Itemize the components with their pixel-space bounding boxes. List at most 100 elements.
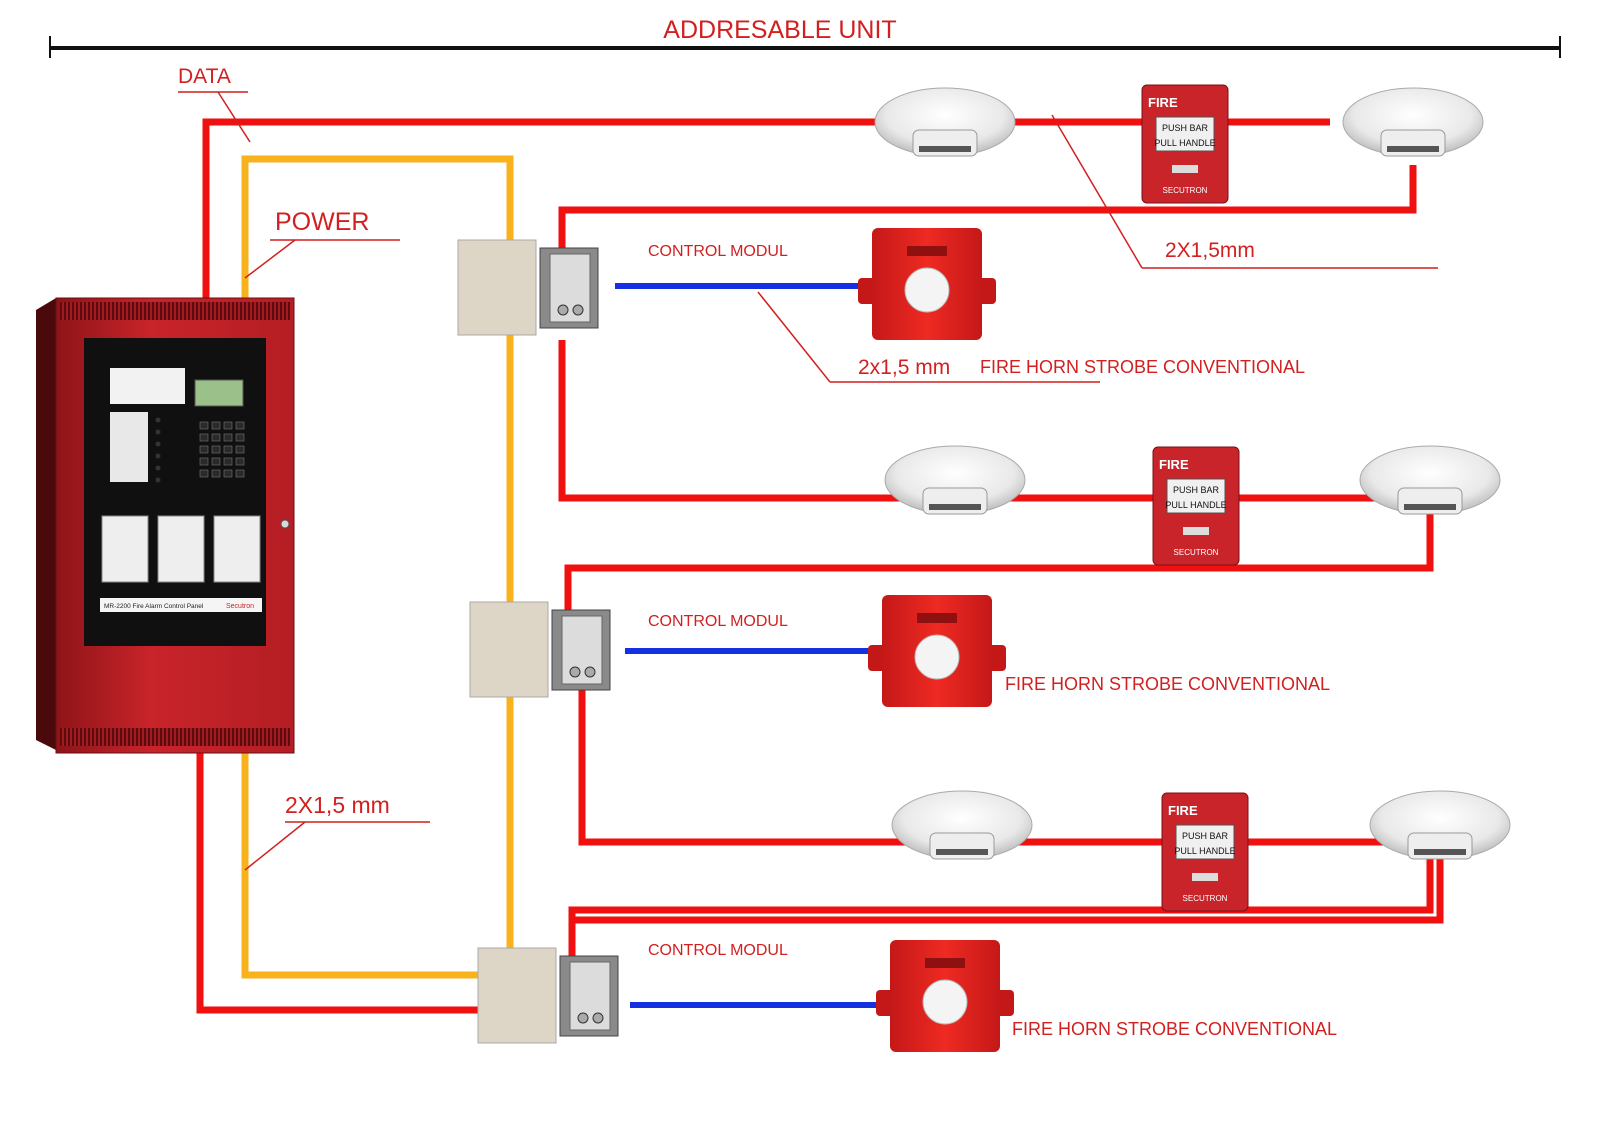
module1-return <box>558 165 1417 250</box>
panel-caption-bar <box>100 598 262 612</box>
module-screw <box>584 666 596 678</box>
data-leader-d <box>217 91 251 143</box>
panel-annunciator-3 <box>213 515 261 583</box>
module-screw <box>572 304 584 316</box>
power-label: POWER <box>275 208 369 236</box>
module-backbox <box>469 601 549 698</box>
control-module-3 <box>477 947 619 1044</box>
smoke-detector-5 <box>891 790 1033 860</box>
control-module-label-2: CONTROL MODUL <box>648 613 788 630</box>
horn-grille <box>925 958 965 968</box>
panel-annunciator-2 <box>157 515 205 583</box>
detector-head <box>1407 832 1473 860</box>
title-group: ADDRESABLE UNIT <box>49 16 1561 58</box>
pull-station-push: PUSH BAR <box>1162 123 1209 133</box>
data-label: DATA <box>178 65 231 88</box>
detector-vent <box>929 504 981 510</box>
detector-head <box>922 487 988 515</box>
detector-head <box>1380 129 1446 157</box>
horn-strobe-lens <box>904 267 950 313</box>
detector-vent <box>1404 504 1456 510</box>
horn-wires <box>615 283 895 1008</box>
pull-station-brand: SECUTRON <box>1163 186 1208 195</box>
data-wire-main-bottom <box>196 735 478 1014</box>
control-module-2 <box>469 601 611 698</box>
control-module-label-3: CONTROL MODUL <box>648 942 788 959</box>
horn-strobe-2 <box>868 595 1006 707</box>
module-screw <box>592 1012 604 1024</box>
cable-bottom-leader-d <box>244 821 306 871</box>
pull-station-fire: FIRE <box>1168 803 1198 818</box>
pull-station-1: FIRE PUSH BAR PULL HANDLE SECUTRON <box>1141 84 1229 204</box>
detector-vent <box>936 849 988 855</box>
detector-head <box>929 832 995 860</box>
panel-side <box>36 298 56 750</box>
detector-head <box>1397 487 1463 515</box>
horn-label-2: FIRE HORN STROBE CONVENTIONAL <box>1005 674 1330 694</box>
horn-strobe-lens <box>914 634 960 680</box>
pull-station-brand: SECUTRON <box>1174 548 1219 557</box>
module-face <box>549 253 591 323</box>
control-panel: MR-2200 Fire Alarm Control Panel Secutro… <box>36 297 295 754</box>
module-face <box>569 961 611 1031</box>
pull-station-brand: SECUTRON <box>1183 894 1228 903</box>
cable-horn1-label: 2x1,5 mm <box>858 356 950 379</box>
control-module-1 <box>457 239 599 336</box>
panel-lock <box>280 519 290 529</box>
label-data: DATA <box>178 65 251 143</box>
horn-strobe-3 <box>876 940 1014 1052</box>
panel-lcd-label <box>110 368 185 404</box>
horn-grille <box>907 246 947 256</box>
horn-grille <box>917 613 957 623</box>
pull-station-2: FIRE PUSH BAR PULL HANDLE SECUTRON <box>1152 446 1240 566</box>
panel-vent-top <box>60 302 290 320</box>
smoke-detector-2 <box>1342 87 1484 157</box>
cable-horn1-leader-d <box>757 291 831 383</box>
pull-station-fire: FIRE <box>1159 457 1189 472</box>
title-text: ADDRESABLE UNIT <box>663 16 896 44</box>
control-module-label-1: CONTROL MODUL <box>648 243 788 260</box>
module-screw <box>557 304 569 316</box>
label-cable-bottom: 2X1,5 mm <box>244 792 430 871</box>
panel-lcd <box>194 379 244 407</box>
module-screw <box>577 1012 589 1024</box>
pull-station-bar <box>1155 116 1215 152</box>
pull-station-bar <box>1175 824 1235 860</box>
pull-station-fire: FIRE <box>1148 95 1178 110</box>
smoke-detector-4 <box>1359 445 1501 515</box>
smoke-detector-3 <box>884 445 1026 515</box>
pull-station-handle <box>1183 527 1209 535</box>
module-backbox <box>477 947 557 1044</box>
detector-vent <box>1414 849 1466 855</box>
loop2-wire <box>568 690 1434 960</box>
cable-top-label: 2X1,5mm <box>1165 239 1255 262</box>
power-wire <box>241 155 514 979</box>
pull-station-pull: PULL HANDLE <box>1165 500 1226 510</box>
detector-head <box>912 129 978 157</box>
horn-strobe-lens <box>922 979 968 1025</box>
panel-keypad <box>199 421 245 478</box>
module-face <box>561 615 603 685</box>
pull-station-pull: PULL HANDLE <box>1174 846 1235 856</box>
pull-station-push: PUSH BAR <box>1173 485 1220 495</box>
power-wires <box>241 155 514 979</box>
detector-vent <box>919 146 971 152</box>
horn-strobe-1 <box>858 228 996 340</box>
pull-station-handle <box>1192 873 1218 881</box>
label-cable-horn1: 2x1,5 mm <box>757 291 1100 383</box>
label-cable-top: 2X1,5mm <box>1051 114 1438 269</box>
loop-bottom-right <box>575 842 1444 924</box>
panel-annunciator-1 <box>101 515 149 583</box>
power-leader-d <box>244 239 296 279</box>
smoke-detector-6 <box>1369 790 1511 860</box>
panel-leds <box>155 417 161 483</box>
pull-station-push: PUSH BAR <box>1182 831 1229 841</box>
pull-station-bar <box>1166 478 1226 514</box>
smoke-detector-1 <box>874 87 1016 157</box>
cable-bottom-label: 2X1,5 mm <box>285 792 390 818</box>
panel-brand: Secutron <box>226 603 254 610</box>
label-power: POWER <box>244 208 400 279</box>
horn-label-3: FIRE HORN STROBE CONVENTIONAL <box>1012 1019 1337 1039</box>
loop1-wire <box>558 340 1434 615</box>
